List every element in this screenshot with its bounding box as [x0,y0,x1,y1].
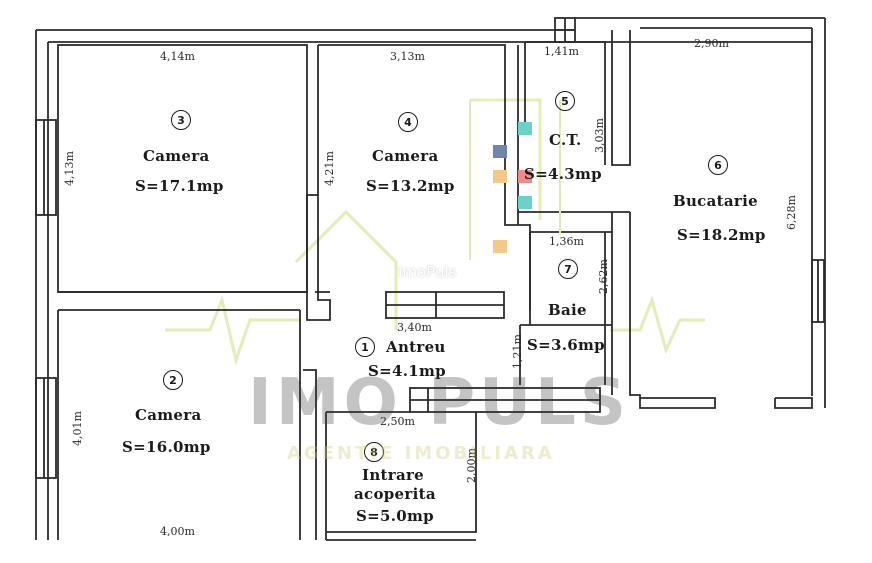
room-area: S=3.6mp [527,336,605,354]
watermark-guides [469,100,561,260]
room-number-badge: 2 [163,370,183,390]
watermark-tagline: AGENTIE IMOBILIARA [287,443,555,464]
dimension-label: 3,03m [592,118,606,153]
room-number-badge: 6 [708,155,728,175]
room-name: Camera [372,147,439,165]
room-number-badge: 7 [558,259,578,279]
room-number-badge: 3 [171,110,191,130]
marker-orange-1 [493,170,507,183]
room-area: S=4.1mp [368,362,446,380]
room-name: Camera [135,406,202,424]
room-name: Camera [143,147,210,165]
room-number-badge: 8 [364,442,384,462]
dimension-label: 4,01m [70,411,84,446]
room-area: S=17.1mp [135,177,224,195]
room-name: Baie [548,301,587,319]
dimension-label: 4,13m [62,151,76,186]
dimension-label: 3,13m [390,50,425,63]
watermark-small: ImoPuls [398,263,457,281]
watermark-logo: IMO PULS [248,366,630,440]
room-number-badge: 1 [355,337,375,357]
marker-teal-2 [518,196,532,209]
room-name: Antreu [386,338,446,356]
room-area: S=13.2mp [366,177,455,195]
marker-red [518,170,532,183]
marker-teal-1 [518,122,532,135]
dimension-label: 6,28m [784,195,798,230]
dimension-label: 4,21m [322,151,336,186]
dimension-label: 2,62m [596,259,610,294]
room-area: S=16.0mp [122,438,211,456]
dimension-label: 4,14m [160,50,195,63]
room-name: C.T. [549,131,582,149]
bottom-margin [0,543,872,563]
dimension-label: 3,40m [397,321,432,334]
watermark-house-outline [165,98,705,366]
room-number-badge: 5 [555,91,575,111]
room-name: Intrare [362,466,425,484]
room-name: acoperita [354,485,436,503]
room-name: Bucatarie [673,192,758,210]
marker-orange-2 [493,240,507,253]
room-area: S=5.0mp [356,507,434,525]
dimension-label: 2,90m [694,37,729,50]
room-area: S=18.2mp [677,226,766,244]
dimension-label: 1,36m [549,235,584,248]
dimension-label: 4,00m [160,525,195,538]
wall-lines [35,17,826,541]
room-area: S=4.3mp [524,165,602,183]
marker-blue [493,145,507,158]
dimension-label: 2,50m [380,415,415,428]
dimension-label: 1,41m [544,45,579,58]
room-number-badge: 4 [398,112,418,132]
dimension-label: 1,21m [510,334,524,369]
